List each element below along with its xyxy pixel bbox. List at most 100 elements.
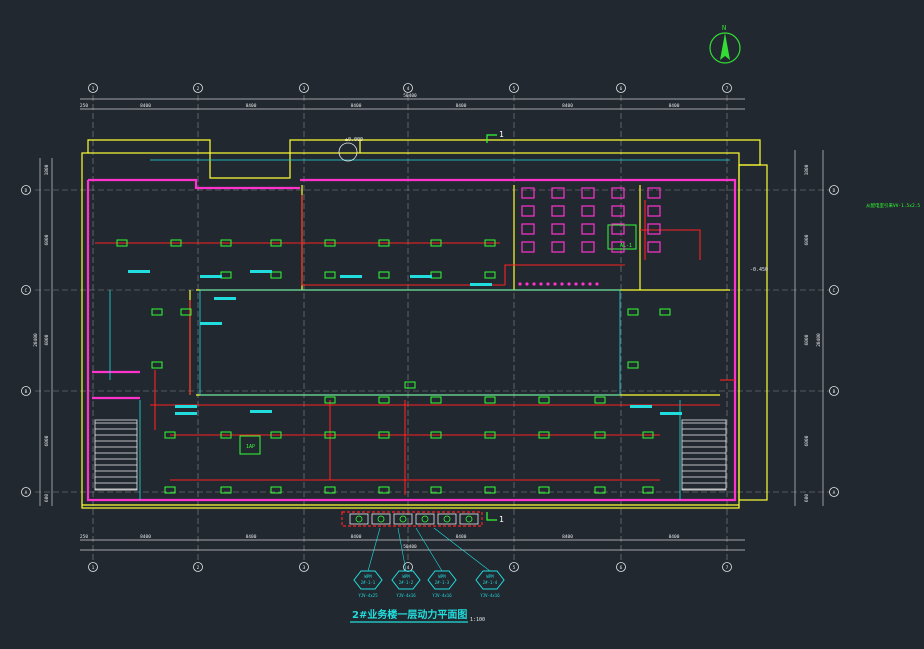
circuit-tag — [340, 275, 362, 278]
axis-right-B-circle — [829, 386, 839, 396]
dim-top-span: 8400 — [246, 103, 257, 109]
axis-top-6-circle — [616, 83, 626, 93]
dim-top-edge: 250 — [80, 103, 88, 109]
toilet-fixture-icon — [647, 241, 661, 253]
outlet-icon — [164, 486, 176, 494]
riser-code: WPM — [438, 574, 446, 579]
outlet-icon — [151, 308, 163, 316]
axis-top-2-circle — [193, 83, 203, 93]
riser-leader-line — [433, 527, 491, 572]
outlet-icon — [170, 239, 182, 247]
switchgear-breaker-icon — [399, 515, 407, 523]
toilet-fixture-icon — [521, 241, 535, 253]
circuit-tag — [175, 405, 197, 408]
outlet-icon — [642, 486, 654, 494]
toilet-fixture-icon — [611, 205, 625, 217]
riser-hexagon — [475, 570, 505, 590]
axis-bottom-6-circle — [616, 562, 626, 572]
dim-right-total: 20400 — [816, 333, 822, 347]
dimension-lines — [39, 98, 824, 551]
outlet-icon — [220, 271, 232, 279]
axis-bottom-7-circle — [722, 562, 732, 572]
axis-left-C-circle — [21, 285, 31, 295]
riser-leader-line — [367, 527, 381, 572]
riser-hexagon — [427, 570, 457, 590]
toilet-fixture-icon — [581, 223, 595, 235]
switchgear-cell — [459, 513, 479, 525]
axis-top-5-circle — [509, 83, 519, 93]
circuit-tag — [630, 405, 652, 408]
toilet-fixture-icon — [551, 223, 565, 235]
stair-left — [94, 419, 138, 491]
axis-bottom-2-label: 2 — [197, 565, 200, 571]
toilet-fixture-icon — [581, 205, 595, 217]
dim-left-span: 1800 — [44, 164, 50, 175]
fixture-dot — [595, 282, 599, 286]
axis-right-A-circle — [829, 487, 839, 497]
circuit-tag — [250, 270, 272, 273]
riser-line2: YJV-4x16 — [396, 593, 416, 598]
axis-right-D-circle — [829, 185, 839, 195]
axis-left-A-circle — [21, 487, 31, 497]
toilet-fixture-icon — [647, 205, 661, 217]
dim-bottom-span: 8400 — [562, 534, 573, 540]
outlet-icon — [378, 486, 390, 494]
stair-right — [681, 419, 727, 491]
axis-top-3-label: 3 — [303, 86, 306, 92]
fixture-dot — [588, 282, 592, 286]
interior-lines — [109, 159, 730, 500]
riser-tags: WPM2#-1-1YJV-4x25WPM2#-1-2YJV-4x16WPM2#-… — [353, 527, 505, 598]
fixture-dot — [581, 282, 585, 286]
outlet-icon — [484, 486, 496, 494]
fixture-dot — [525, 282, 529, 286]
outlet-icon — [324, 431, 336, 439]
fixture-dot — [553, 282, 557, 286]
outlet-icon — [594, 431, 606, 439]
dim-bottom-span: 8400 — [456, 534, 467, 540]
scale-note: 1:100 — [470, 617, 485, 623]
fixture-dot — [539, 282, 543, 286]
dim-right-span: 600 — [804, 494, 810, 502]
axis-right-B-label: B — [833, 389, 836, 395]
axis-bottom-4-label: 4 — [407, 565, 410, 571]
outlet-icon — [220, 431, 232, 439]
riser-leader-line — [397, 527, 407, 572]
cabinet-label: AL-1 — [620, 243, 632, 249]
toilet-fixture-icon — [581, 187, 595, 199]
dim-left-span: 6000 — [44, 234, 50, 245]
outlet-icon — [378, 239, 390, 247]
riser-code: WPM — [364, 574, 372, 579]
drawing-title: 2#业务楼一层动力平面图 — [352, 608, 467, 621]
toilet-fixture-icon — [551, 205, 565, 217]
elevation-label: ±0.000 — [345, 137, 363, 143]
riser-hexagon — [391, 570, 421, 590]
toilet-fixture-icon — [611, 223, 625, 235]
outlet-icon — [594, 396, 606, 404]
outlet-icon — [430, 431, 442, 439]
axis-bottom-7-label: 7 — [726, 565, 729, 571]
circuit-tag — [200, 322, 222, 325]
riser-hexagon — [353, 570, 383, 590]
section-mark-bottom: 1 — [499, 515, 504, 524]
toilet-fixture-icon — [521, 205, 535, 217]
outlet-icon — [220, 486, 232, 494]
round-device-icon — [338, 142, 358, 162]
pink-walls — [86, 178, 737, 502]
outlet-icon — [324, 396, 336, 404]
riser-line1: 2#-1-3 — [435, 580, 450, 585]
outlet-icon — [180, 308, 192, 316]
axis-top-2-label: 2 — [197, 86, 200, 92]
axis-top-1-circle — [88, 83, 98, 93]
axis-right-D-label: D — [833, 188, 836, 194]
outlet-icon — [116, 239, 128, 247]
outlet-icon — [484, 271, 496, 279]
outlet-icon — [378, 396, 390, 404]
outlet-icon — [484, 239, 496, 247]
toilet-fixture-icon — [647, 187, 661, 199]
dim-bottom-edge: 250 — [80, 534, 88, 540]
axis-left-B-label: B — [25, 389, 28, 395]
